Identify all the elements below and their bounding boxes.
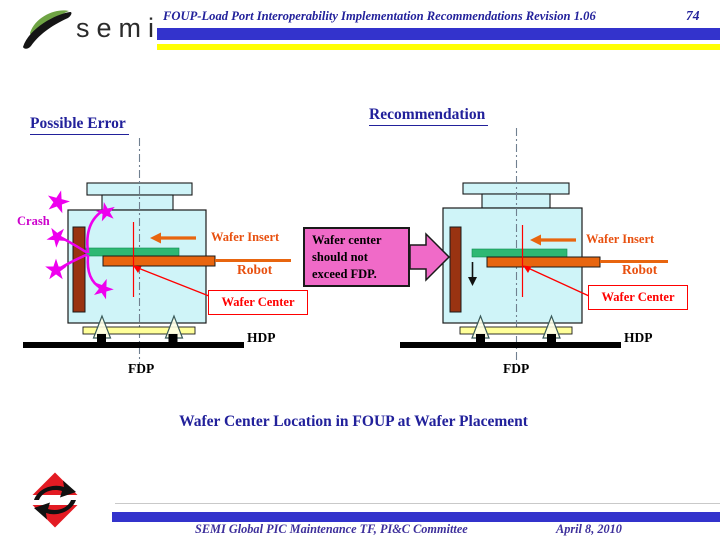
wafer-insert-arrow bbox=[530, 234, 576, 246]
robot-label-left: Robot bbox=[237, 262, 273, 277]
kinematic-pins bbox=[471, 314, 561, 339]
wafer-center-callout-left: Wafer Center bbox=[208, 290, 308, 315]
wafer-insert-label-left: Wafer Insert bbox=[211, 230, 280, 244]
left-section-title: Possible Error bbox=[30, 115, 129, 135]
fdp-label-left: FDP bbox=[128, 361, 155, 376]
wafer-center-callout-right: Wafer Center bbox=[588, 285, 688, 310]
wafer bbox=[471, 248, 568, 258]
wafer bbox=[85, 247, 180, 257]
semi-logo-wordmark: semi bbox=[76, 13, 162, 43]
callout-arrow bbox=[409, 232, 451, 282]
wafer-insert-label-right: Wafer Insert bbox=[586, 232, 655, 246]
robot-arm bbox=[102, 255, 216, 267]
kinematic-pins bbox=[92, 314, 184, 339]
support-block bbox=[476, 334, 485, 343]
robot-label-right: Robot bbox=[622, 262, 658, 277]
right-section-title: Recommendation bbox=[369, 106, 489, 126]
header-blue-rule bbox=[157, 28, 720, 40]
kinematic-plate bbox=[459, 326, 573, 335]
wafer-insert-arrow bbox=[150, 232, 196, 244]
right-foup-diagram bbox=[400, 128, 668, 364]
left-foup-diagram bbox=[23, 138, 291, 364]
crash-label: Crash bbox=[17, 214, 50, 228]
hdp-label-left: HDP bbox=[247, 330, 276, 345]
foup-door bbox=[449, 226, 462, 313]
support-block bbox=[547, 334, 556, 343]
wafer-center-pointer bbox=[523, 265, 590, 297]
slide-header-title: FOUP-Load Port Interoperability Implemen… bbox=[163, 9, 596, 23]
hdp-label-right: HDP bbox=[624, 330, 653, 345]
header-yellow-rule bbox=[157, 44, 720, 50]
hdp-line bbox=[23, 342, 244, 348]
footer-committee: SEMI Global PIC Maintenance TF, PI&C Com… bbox=[195, 522, 468, 536]
footer-hairline bbox=[115, 503, 720, 504]
kinematic-plate bbox=[82, 326, 196, 335]
slide-caption: Wafer Center Location in FOUP at Wafer P… bbox=[179, 413, 528, 430]
support-block bbox=[168, 334, 178, 343]
fdp-label-right: FDP bbox=[503, 361, 530, 376]
place-down-arrow bbox=[468, 262, 477, 286]
footer-blue-rule bbox=[112, 512, 720, 522]
wafer-center-pointer bbox=[133, 265, 210, 297]
hdp-line bbox=[400, 342, 621, 348]
semi-swoosh-logo-icon bbox=[23, 10, 72, 49]
support-block bbox=[97, 334, 106, 343]
semi-diamond-logo-icon bbox=[32, 472, 78, 528]
robot-arm bbox=[486, 256, 601, 268]
foup-door bbox=[72, 226, 86, 313]
page-number: 74 bbox=[686, 8, 700, 23]
footer-date: April 8, 2010 bbox=[556, 522, 622, 536]
recommendation-callout: Wafer center should not exceed FDP. bbox=[303, 227, 410, 287]
